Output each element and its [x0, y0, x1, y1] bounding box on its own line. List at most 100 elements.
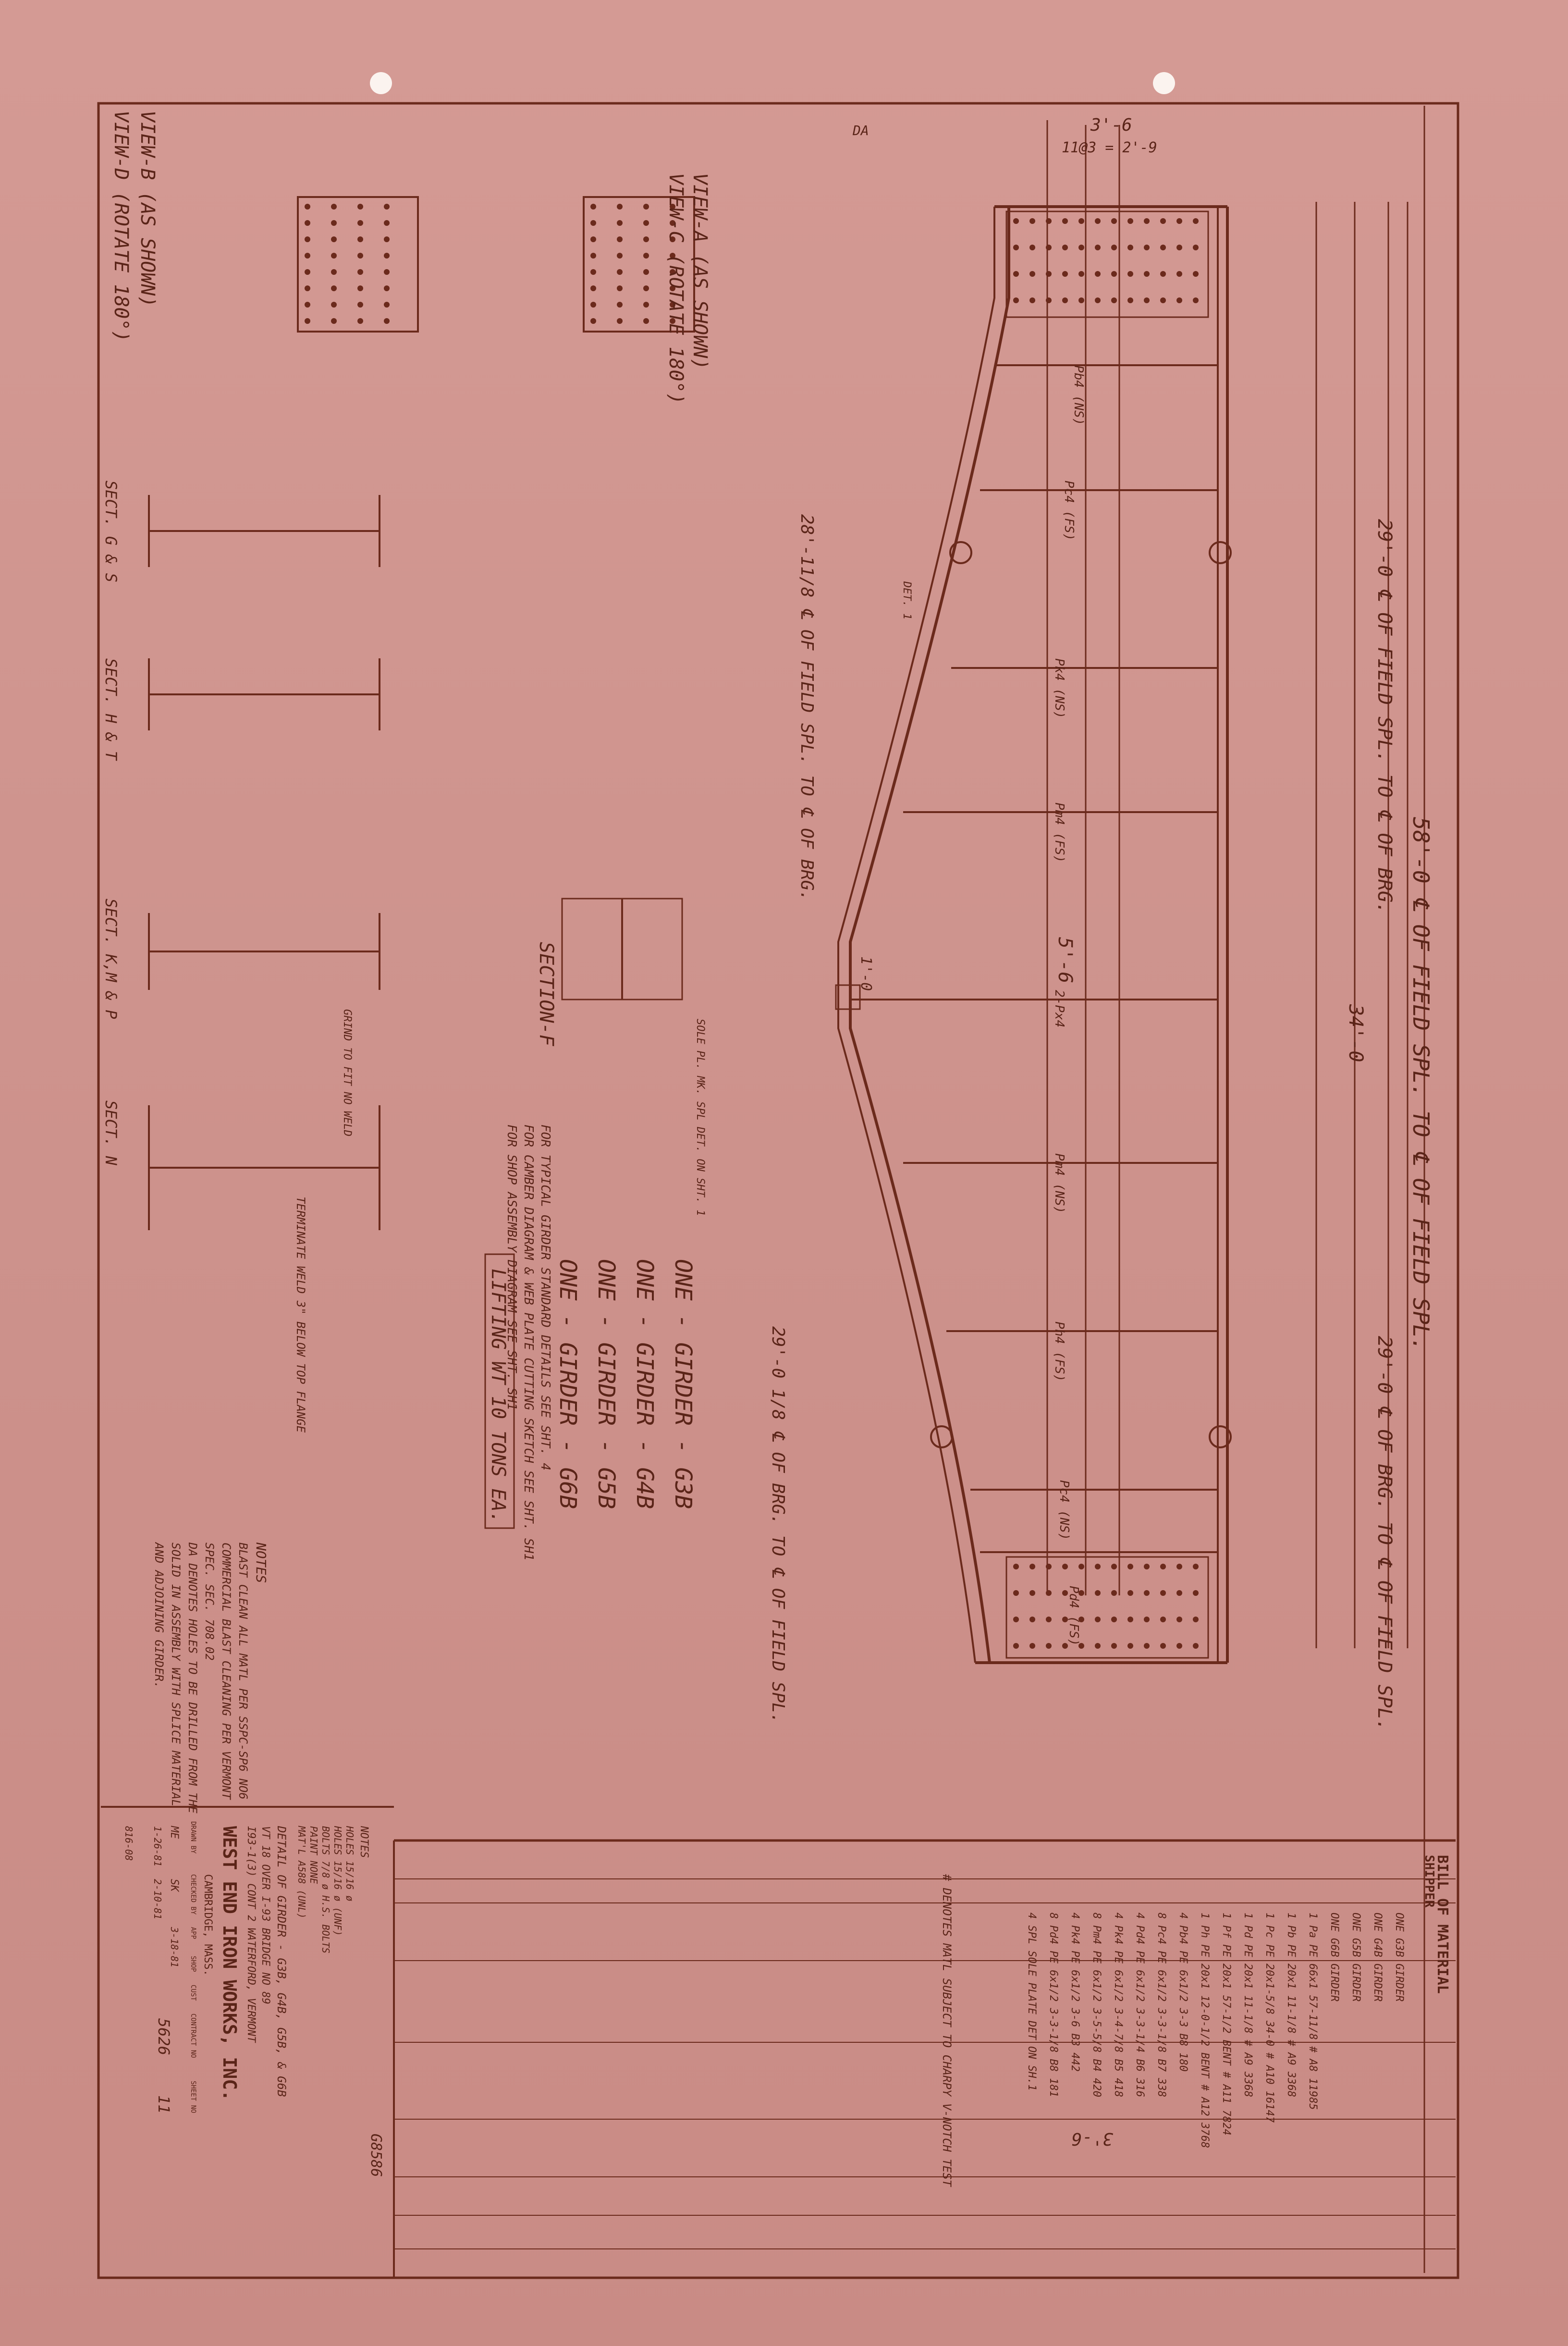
- bolt-hole: [305, 269, 310, 275]
- bolt-hole: [1144, 1590, 1150, 1596]
- bom-row: 4 Pk4 PE 6x1/2 3-4-7/8 B5 418: [1112, 1913, 1124, 2098]
- bom-row: 4 Pd4 PE 6x1/2 3-3-1/4 B6 316: [1134, 1913, 1146, 2098]
- bolt-hole: [1095, 1617, 1101, 1622]
- bolt-hole: [1029, 297, 1035, 303]
- bolt-hole: [1095, 271, 1101, 277]
- label-terminate: TERMINATE WELD 3" BELOW TOP FLANGE: [294, 1197, 307, 1433]
- bolt-hole: [643, 220, 649, 226]
- drawn-by: ME: [168, 1826, 180, 1839]
- bom-row: 8 Pc4 PE 6x1/2 3-3-1/8 B7 338: [1155, 1913, 1167, 2098]
- bolt-hole: [331, 302, 337, 308]
- bolt-hole: [331, 269, 337, 275]
- bom-row: 1 Pf PE 20x1 57-1/2 BENT # A11 7824: [1220, 1913, 1232, 2136]
- bolt-hole: [1029, 1590, 1035, 1596]
- bolt-hole: [590, 285, 596, 291]
- approved: 3-18-81: [169, 1927, 180, 1968]
- bolt-hole: [384, 236, 390, 242]
- dim-center: 34'-0: [1345, 1004, 1367, 1062]
- mark-number: G8586: [368, 2134, 384, 2177]
- tb-note-2: HOLES 15/16 ø (UNF): [332, 1826, 343, 1936]
- bolt-hole: [643, 302, 649, 308]
- bolt-hole: [1193, 297, 1199, 303]
- bolt-hole: [1111, 1564, 1117, 1569]
- bolt-hole: [357, 204, 363, 210]
- dim-half-left: 29'-0 ℄ OF FIELD SPL. TO ℄ OF BRG.: [1373, 519, 1396, 914]
- section-n: [148, 1105, 380, 1230]
- bom-row: 1 Pc PE 20x1-5/8 34-0 # A10 16147: [1263, 1913, 1275, 2123]
- bolt-hole: [384, 302, 390, 308]
- bolt-hole: [1062, 1590, 1068, 1596]
- bolt-hole: [670, 253, 675, 259]
- bolt-hole: [1013, 1617, 1019, 1622]
- bolt-hole: [643, 236, 649, 242]
- bolt-hole: [1176, 218, 1182, 224]
- bolt-hole: [1078, 245, 1084, 250]
- bolt-hole: [1046, 1617, 1052, 1622]
- bolt-hole: [617, 318, 623, 324]
- sect-kmp-label: SECT. K,M & P: [102, 899, 120, 1019]
- bolt-hole: [670, 318, 675, 324]
- bom-row: 4 Pk4 PE 6x1/2 3-6 B3 442: [1069, 1913, 1081, 2072]
- drawing-ref: 816-08: [123, 1826, 135, 1861]
- bolt-hole: [1013, 1643, 1019, 1649]
- bolt-hole: [1144, 245, 1150, 250]
- label-pk4: Pk4 (NS): [1052, 658, 1066, 719]
- view-a-label: VIEW-A (AS SHOWN): [689, 173, 711, 370]
- bolt-hole: [590, 318, 596, 324]
- sheet-number: 11: [155, 2095, 173, 2114]
- bolt-hole: [1160, 1590, 1166, 1596]
- bom-title: BILL OF MATERIAL: [1434, 1855, 1451, 1994]
- da-label: DA: [853, 123, 869, 138]
- dim-web: 5'-6: [1054, 937, 1076, 984]
- bolt-hole: [1095, 245, 1101, 250]
- bolt-hole: [305, 302, 310, 308]
- bolt-hole: [357, 253, 363, 259]
- bolt-hole: [1144, 1617, 1150, 1622]
- bolt-hole: [331, 285, 337, 291]
- bolt-hole: [1062, 297, 1068, 303]
- bolt-hole: [643, 204, 649, 210]
- punch-hole: [370, 72, 392, 94]
- bottom-flange: [849, 207, 1010, 1663]
- bolt-hole: [1144, 297, 1150, 303]
- view-b-label: VIEW-B (AS SHOWN): [136, 111, 159, 308]
- dim-bolt-spacing: 11@3 = 2'-9: [1062, 139, 1157, 156]
- bolt-hole: [305, 285, 310, 291]
- label-pb4: Pb4 (NS): [1071, 365, 1086, 426]
- tb-notes-heading: NOTES: [358, 1826, 370, 1858]
- bolt-hole: [1111, 1590, 1117, 1596]
- contract-number: 5626: [155, 2018, 173, 2056]
- bolt-hole: [643, 318, 649, 324]
- bom-row: 8 Pm4 PE 6x1/2 3-5-5/8 B4 420: [1090, 1913, 1102, 2098]
- girder-g3b: ONE - GIRDER - G3B: [670, 1259, 697, 1509]
- bom-row: 4 SPL SOLE PLATE DET ON SH.1: [1026, 1913, 1038, 2091]
- bolt-hole: [1127, 1617, 1133, 1622]
- bolt-hole: [590, 302, 596, 308]
- bolt-hole: [643, 285, 649, 291]
- bolt-hole: [1029, 1564, 1035, 1569]
- bolt-hole: [1127, 1643, 1133, 1649]
- bolt-hole: [1095, 1564, 1101, 1569]
- bolt-hole: [1013, 218, 1019, 224]
- bolt-hole: [590, 220, 596, 226]
- girder-note-1: FOR TYPICAL GIRDER STANDARD DETAILS SEE …: [538, 1124, 552, 1471]
- tb-contract-line: I93-1(3) CONT 2 WATERFORD, VERMONT: [245, 1826, 257, 2043]
- section-g5: [148, 495, 380, 567]
- bolt-hole: [1111, 218, 1117, 224]
- view-c-label: VIEW-C (ROTATE 180°): [665, 173, 687, 405]
- note-line-1: BLAST CLEAN ALL MATL PER SSPC-SP6 NO6: [236, 1543, 250, 1800]
- label-pm4: Pm4 (FS): [1052, 803, 1066, 863]
- bolt-hole: [1029, 218, 1035, 224]
- view-d-label: VIEW-D (ROTATE 180°): [110, 111, 132, 342]
- note-line-2: COMMERCIAL BLAST CLEANING PER VERMONT: [220, 1543, 233, 1800]
- label-pm4b: Pm4 (NS): [1052, 1153, 1066, 1214]
- bom-row: 1 Pd PE 20x1 11-1/8 # A9 3368: [1242, 1913, 1254, 2098]
- checked-by-label: CHECKED BY: [189, 1874, 197, 1915]
- contract-no-label: CONTRACT NO: [189, 2013, 197, 2058]
- dim-end-width-2: 3'-6: [1071, 2129, 1113, 2148]
- bolt-hole: [1193, 218, 1199, 224]
- notes-heading: NOTES: [253, 1543, 269, 1583]
- bolt-hole: [331, 253, 337, 259]
- bom-row: ONE G6B GIRDER: [1328, 1913, 1340, 2002]
- bolt-hole: [1176, 1617, 1182, 1622]
